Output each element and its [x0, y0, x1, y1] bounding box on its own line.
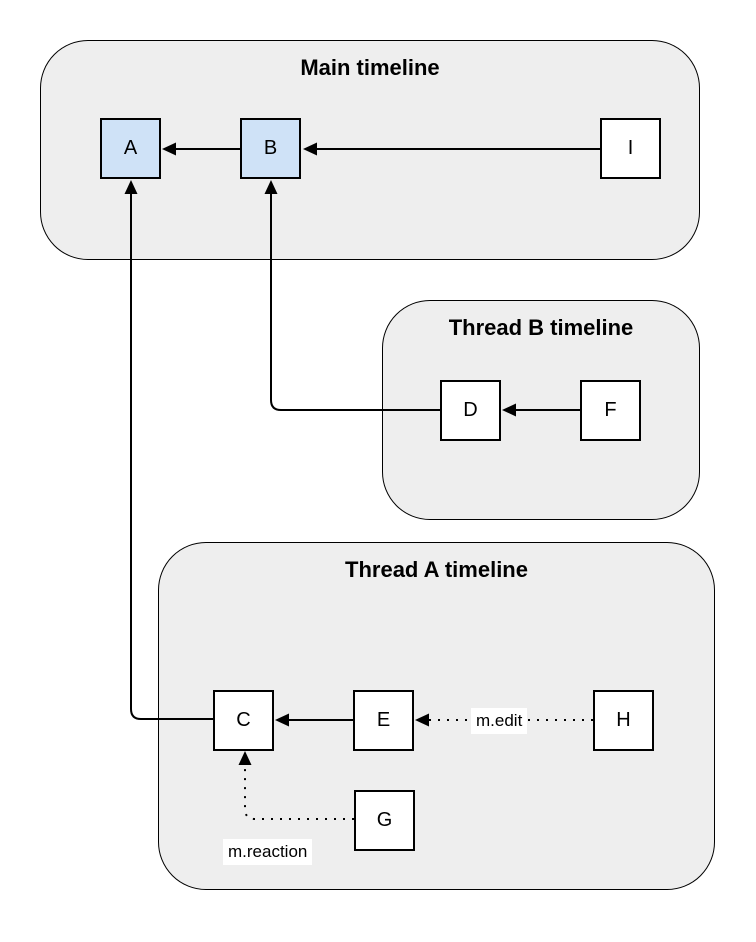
node-F: F: [580, 380, 641, 441]
edge-label-m-edit: m.edit: [471, 708, 528, 734]
node-E-label: E: [376, 709, 391, 731]
node-B-label: B: [263, 137, 278, 159]
node-F-label: F: [604, 399, 617, 421]
node-E: E: [353, 690, 414, 751]
node-C-label: C: [236, 709, 251, 731]
node-H-label: H: [616, 709, 631, 731]
node-B: B: [240, 118, 301, 179]
node-A-label: A: [123, 137, 138, 159]
edge-label-m-reaction: m.reaction: [223, 839, 313, 865]
node-D-label: D: [463, 399, 478, 421]
thread-a-timeline-title: Thread A timeline: [345, 557, 528, 582]
thread-b-timeline-title: Thread B timeline: [448, 315, 634, 340]
node-C: C: [213, 690, 274, 751]
node-I: I: [600, 118, 661, 179]
node-G-label: G: [376, 809, 393, 831]
node-H: H: [593, 690, 654, 751]
node-I-label: I: [627, 137, 634, 159]
container-thread-b-timeline: Thread B timeline: [382, 300, 700, 520]
node-G: G: [354, 790, 415, 851]
node-A: A: [100, 118, 161, 179]
node-D: D: [440, 380, 501, 441]
main-timeline-title: Main timeline: [300, 55, 440, 80]
